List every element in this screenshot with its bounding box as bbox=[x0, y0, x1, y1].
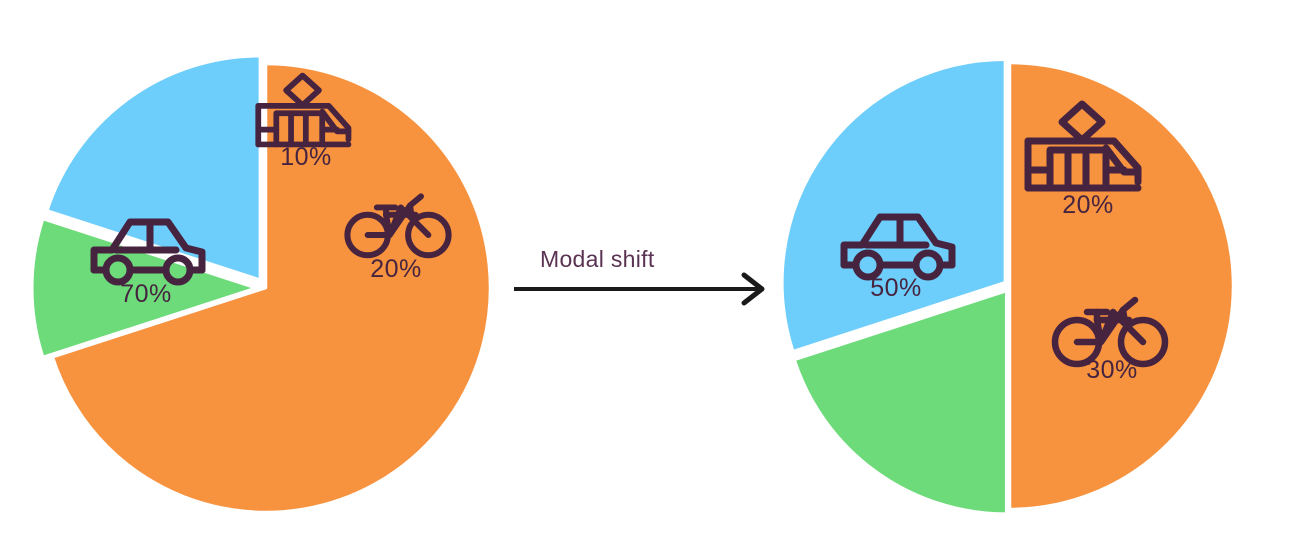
pie-slice-tram-wedge[interactable] bbox=[792, 289, 1008, 516]
arrow-right-icon bbox=[514, 272, 765, 306]
pie-slice-bike[interactable] bbox=[780, 57, 1007, 353]
pie-slice-car[interactable] bbox=[1008, 61, 1235, 511]
modal-shift-label: Modal shift bbox=[540, 246, 655, 272]
pie-slice-tram-wedge[interactable] bbox=[30, 217, 258, 359]
tram-icon bbox=[255, 72, 352, 148]
modal-shift-arrow bbox=[510, 270, 780, 315]
pie-slice-tram-percent-label: 20% bbox=[1062, 191, 1114, 219]
car-icon bbox=[90, 218, 206, 286]
pie-slice-tram[interactable] bbox=[792, 289, 1008, 516]
car-icon bbox=[840, 213, 956, 281]
pie-slice-bike-wedge[interactable] bbox=[45, 54, 262, 282]
pie-slice-bike[interactable] bbox=[45, 54, 262, 282]
pie-slice-car[interactable] bbox=[51, 62, 492, 514]
bicycle-icon bbox=[344, 193, 452, 259]
pie-slice-car-percent-label: 70% bbox=[120, 280, 172, 308]
pie-slice-bike-percent-label: 30% bbox=[1086, 356, 1138, 384]
pie-slice-car-percent-label: 50% bbox=[870, 274, 922, 302]
pie-slice-bike-percent-label: 20% bbox=[370, 255, 422, 283]
pie-slice-tram[interactable] bbox=[30, 217, 258, 359]
pie-slice-tram-percent-label: 10% bbox=[280, 143, 332, 171]
pie-slice-bike-wedge[interactable] bbox=[780, 57, 1007, 353]
bicycle-icon bbox=[1051, 296, 1169, 368]
pie-slice-car-wedge[interactable] bbox=[1008, 61, 1235, 511]
pie-slice-car-wedge[interactable] bbox=[51, 62, 492, 514]
tram-icon bbox=[1024, 100, 1142, 192]
